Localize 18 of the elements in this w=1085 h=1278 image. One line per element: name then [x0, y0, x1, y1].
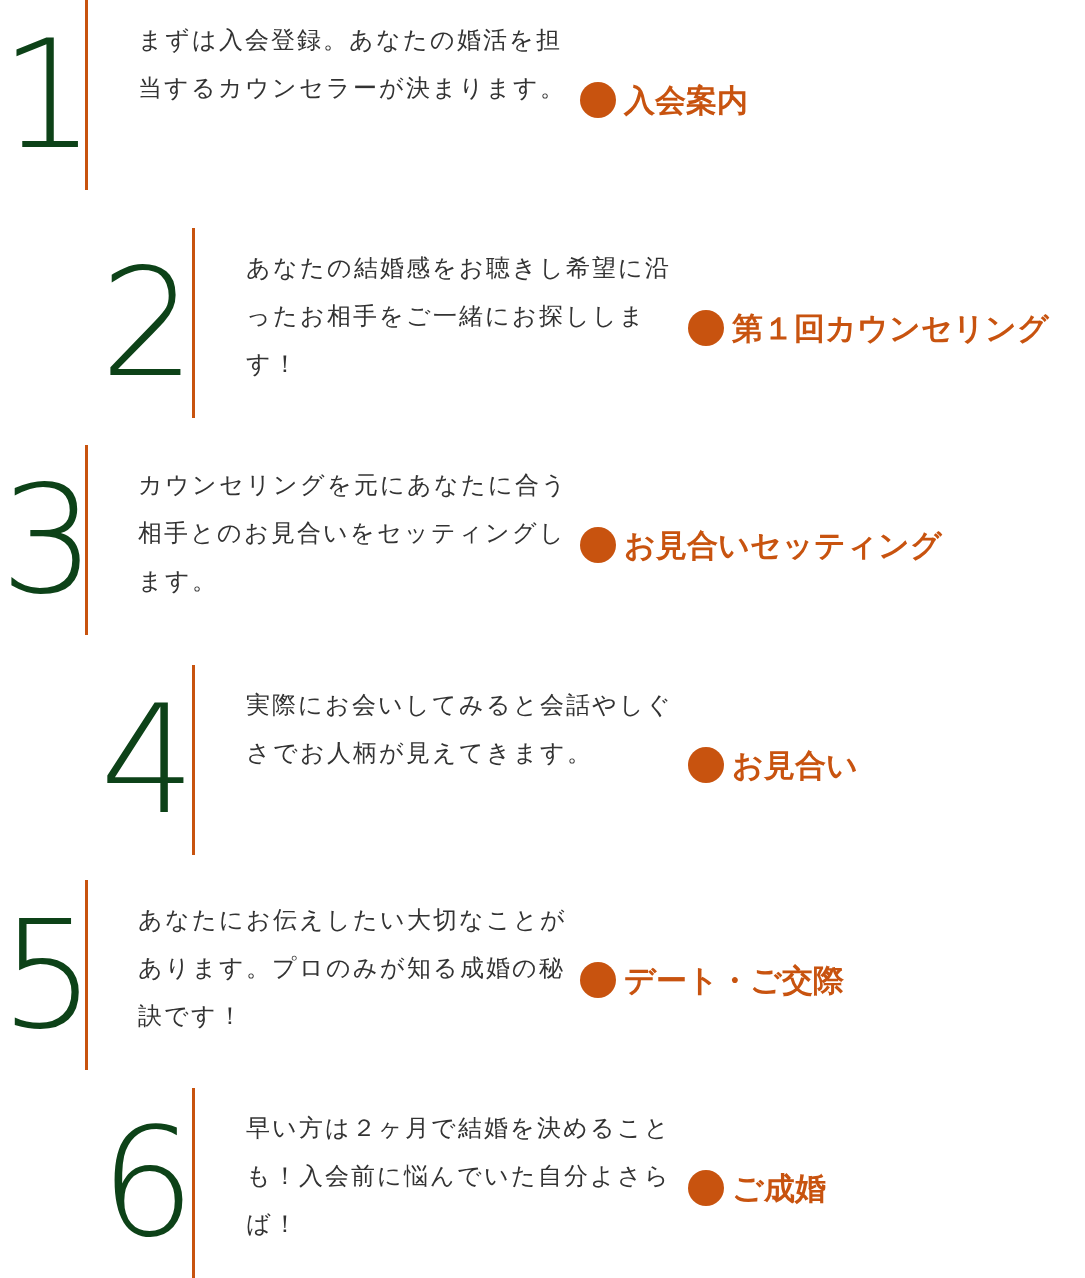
step-description: カウンセリングを元にあなたに合う相手とのお見合いをセッティングします。 [138, 470, 568, 597]
step-number: 2 [100, 248, 196, 398]
step-number: 6 [100, 1108, 196, 1258]
step-title: 入会案内 [624, 81, 748, 120]
step-title: お見合い [732, 746, 858, 785]
step-description: あなたにお伝えしたい大切なことがあります。プロのみが知る成婚の秘訣です！ [138, 905, 568, 1032]
step-number: 1 [0, 20, 96, 170]
step-title: ご成婚 [732, 1169, 826, 1208]
step-title: デート・ご交際 [624, 961, 844, 1000]
step-description: あなたの結婚感をお聴きし希望に沿ったお相手をご一緒にお探しします！ [246, 253, 672, 380]
step-title: お見合いセッティング [624, 526, 942, 565]
step-number: 3 [0, 465, 96, 615]
step-description: 早い方は２ヶ月で結婚を決めることも！入会前に悩んでいた自分よさらば！ [246, 1113, 672, 1240]
step-title: 第１回カウンセリング [732, 309, 1049, 348]
step-number: 4 [100, 685, 196, 835]
step-description: 実際にお会いしてみると会話やしぐさでお人柄が見えてきます。 [246, 690, 674, 769]
step-number: 5 [0, 900, 96, 1050]
step-description: まずは入会登録。あなたの婚活を担当するカウンセラーが決まります。 [138, 25, 567, 104]
